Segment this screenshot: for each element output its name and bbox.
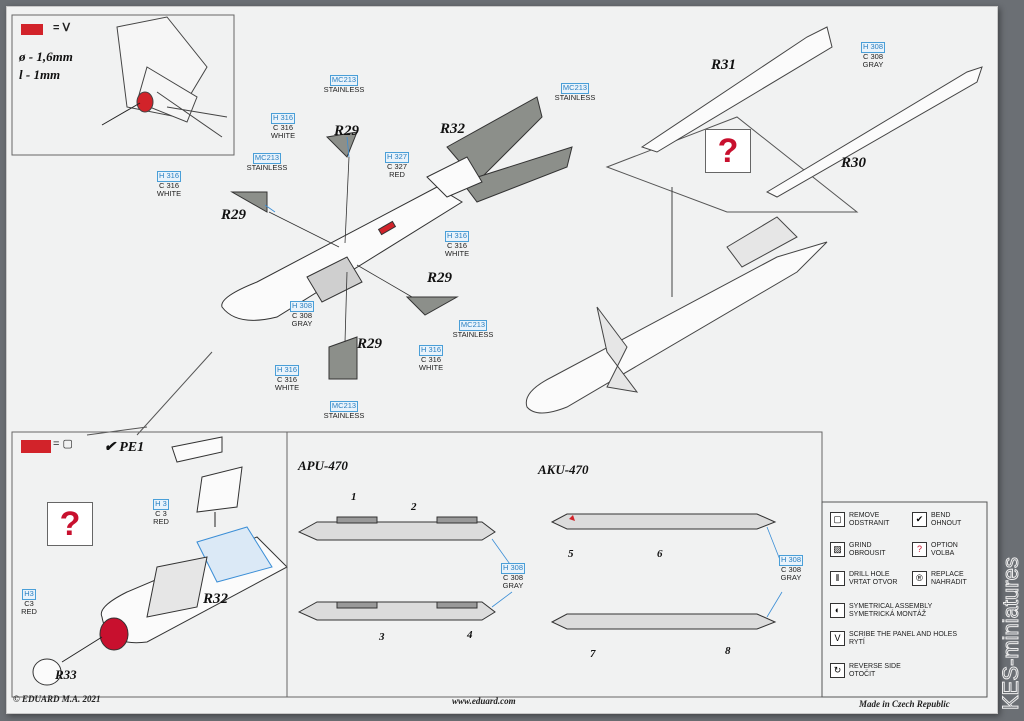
label-r29-bottom: R29 [357,336,383,352]
legend-grind: GRIND OBROUSIT [849,542,886,557]
legend-reverse: REVERSE SIDE OTOČIT [849,663,901,678]
legend-scribe: SCRIBE THE PANEL AND HOLES RYTÍ [849,631,958,646]
callout-3: 3 [379,631,385,643]
callout-1: 1 [351,491,357,503]
watermark-text: KES-miniatures [1002,557,1022,710]
label-r32-bottom: R32 [203,591,229,607]
watermark: KES-miniatures [1002,557,1022,711]
apu-470-title: APU-470 [298,458,348,473]
label-r29-right: R29 [427,270,453,286]
callout-5: 5 [568,548,574,560]
equals-remove-icon: = ▢ [53,438,73,450]
length-note: l - 1mm [19,67,61,82]
label-r30: R30 [841,155,867,171]
label-r32-main: R32 [440,121,466,137]
label-r29-top: R29 [334,123,360,139]
drawing-layer [11,14,988,698]
replace-icon: ® [912,571,927,586]
legend-drill: DRILL HOLE VRTAT OTVOR [849,571,898,586]
option-question-box-top: ? [705,129,751,173]
label-pe1: ✔ PE1 [104,440,145,455]
scribe-icon: V [830,631,845,646]
legend-bend: BEND OHNOUT [931,512,962,527]
callout-6: 6 [657,548,663,560]
grind-icon: ▨ [830,542,845,557]
option-icon: ? [912,542,927,557]
label-r29-left: R29 [221,207,247,223]
equals-bend-icon: = Ⅴ [53,22,71,34]
callout-7: 7 [590,648,596,660]
bend-icon: ✔ [912,512,927,527]
remove-icon: ▢ [830,512,845,527]
symmetrical-icon: ◐ [830,603,845,618]
legend-remove: REMOVE ODSTRANIT [849,512,890,527]
callout-2: 2 [411,501,417,513]
label-r31: R31 [711,57,737,73]
drill-icon: ⫴ [830,571,845,586]
footer-copyright: © EDUARD M.A. 2021 [13,694,101,704]
aku-470-title: AKU-470 [538,462,589,477]
label-r33: R33 [55,667,77,682]
legend-symmetrical: SYMETRICAL ASSEMBLY SYMETRICKÁ MONTÁŽ [849,603,933,618]
diameter-note: ø - 1,6mm [19,49,73,64]
legend-option: OPTION VOLBA [931,542,958,557]
footer-made-in: Made in Czech Republic [859,699,950,709]
option-question-box-bottom: ? [47,502,93,546]
reverse-icon: ↻ [830,663,845,678]
footer-url: www.eduard.com [452,696,516,706]
callout-4: 4 [467,629,473,641]
callout-8: 8 [725,645,731,657]
legend-replace: REPLACE NAHRADIT [931,571,967,586]
